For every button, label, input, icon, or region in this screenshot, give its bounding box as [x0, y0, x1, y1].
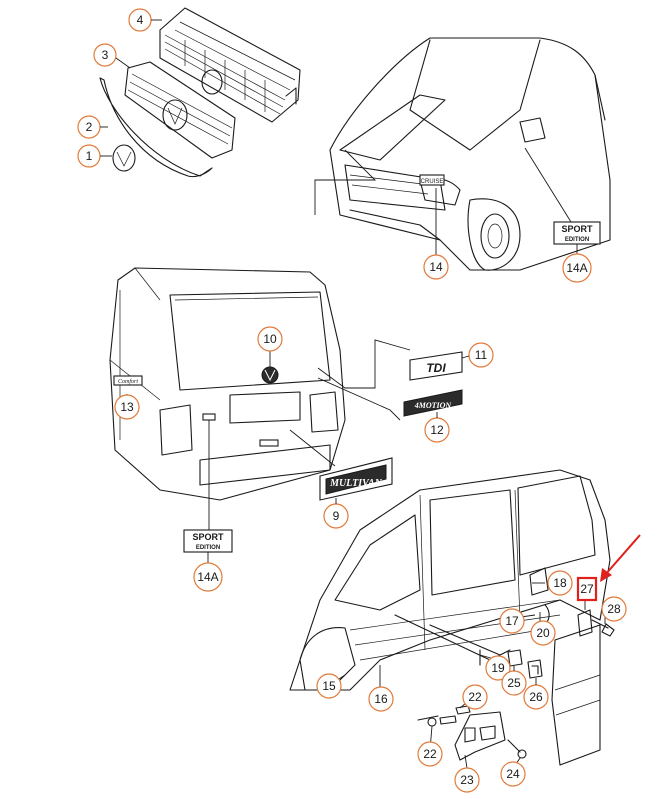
highlight-box — [576, 576, 598, 602]
svg-text:13: 13 — [120, 400, 134, 414]
grille-trim-strip — [99, 77, 213, 178]
svg-text:10: 10 — [263, 332, 277, 346]
tdi-badge-part: TDI — [409, 351, 463, 381]
callout-2: 2 — [77, 115, 101, 139]
svg-text:22: 22 — [423, 747, 437, 761]
upper-grille-part — [159, 7, 301, 123]
callout-22-upper: 22 — [462, 684, 488, 710]
callout-28: 28 — [601, 596, 627, 622]
callout-25: 25 — [501, 670, 527, 696]
callout-15: 15 — [316, 673, 342, 699]
svg-text:9: 9 — [333, 509, 340, 523]
comfort-badge — [113, 375, 143, 386]
callout-26: 26 — [523, 684, 549, 710]
tdi-badge-label: TDI — [426, 361, 446, 375]
callout-18: 18 — [547, 570, 573, 596]
front-van-view: CRUISE — [314, 37, 611, 271]
callout-24: 24 — [500, 761, 526, 787]
svg-text:1: 1 — [86, 149, 93, 163]
callout-27: 27 — [580, 582, 594, 596]
sport-edition-bottom-line2: EDITION — [196, 545, 220, 551]
four-motion-badge-label: 4MOTION — [414, 401, 453, 410]
svg-text:14A: 14A — [197, 570, 218, 584]
callout-4: 4 — [128, 8, 152, 32]
svg-text:15: 15 — [322, 679, 336, 693]
callout-13: 13 — [114, 394, 140, 420]
callout-11: 11 — [468, 342, 494, 368]
callout-12: 12 — [424, 417, 450, 443]
svg-text:18: 18 — [553, 576, 567, 590]
red-arrow-icon — [600, 534, 641, 582]
svg-text:24: 24 — [506, 767, 520, 781]
sport-edition-badge-bottom: SPORT EDITION — [183, 529, 233, 565]
svg-text:14A: 14A — [566, 261, 587, 275]
callout-20: 20 — [530, 620, 556, 646]
callout-1: 1 — [77, 144, 101, 168]
front-grille-assembly — [99, 7, 301, 178]
cruise-badge — [419, 174, 445, 186]
multivan-badge-part: MULTIVAN — [319, 457, 393, 501]
svg-text:16: 16 — [374, 692, 388, 706]
svg-text:2: 2 — [86, 120, 93, 134]
cruise-badge-label: CRUISE — [421, 179, 444, 185]
svg-text:17: 17 — [505, 614, 519, 628]
svg-text:25: 25 — [507, 676, 521, 690]
rear-van-view: Comfort — [109, 267, 411, 530]
callout-14: 14 — [423, 254, 449, 280]
svg-text:19: 19 — [491, 661, 505, 675]
callout-22-lower: 22 — [417, 741, 443, 767]
svg-text:4: 4 — [137, 13, 144, 27]
svg-text:28: 28 — [607, 602, 621, 616]
callout-9: 9 — [323, 503, 349, 529]
svg-text:22: 22 — [468, 690, 482, 704]
svg-text:20: 20 — [536, 626, 550, 640]
callout-17: 17 — [499, 608, 525, 634]
sport-edition-badge-top: SPORT EDITION — [553, 221, 601, 256]
svg-text:3: 3 — [102, 48, 109, 62]
multivan-badge-label: MULTIVAN — [329, 478, 383, 489]
callout-14a-bottom: 14A — [193, 562, 223, 592]
callout-19: 19 — [485, 655, 511, 681]
vw-emblem-part — [112, 144, 136, 172]
svg-text:26: 26 — [529, 690, 543, 704]
svg-text:11: 11 — [475, 348, 488, 362]
sport-edition-bottom-line1: SPORT — [192, 532, 224, 542]
svg-text:14: 14 — [429, 260, 443, 274]
callout-14a-top: 14A — [562, 253, 592, 283]
callout-10: 10 — [257, 326, 283, 352]
sport-edition-top-line1: SPORT — [561, 224, 593, 234]
callout-3: 3 — [93, 43, 117, 67]
main-grille-part — [124, 61, 236, 159]
callout-16: 16 — [368, 686, 394, 712]
svg-text:23: 23 — [460, 773, 474, 787]
callout-23: 23 — [454, 767, 480, 793]
svg-text:27: 27 — [580, 582, 594, 596]
four-motion-badge-part: 4MOTION — [403, 389, 463, 417]
sport-edition-top-line2: EDITION — [565, 237, 589, 243]
svg-text:12: 12 — [430, 423, 444, 437]
comfort-badge-label: Comfort — [118, 378, 138, 385]
